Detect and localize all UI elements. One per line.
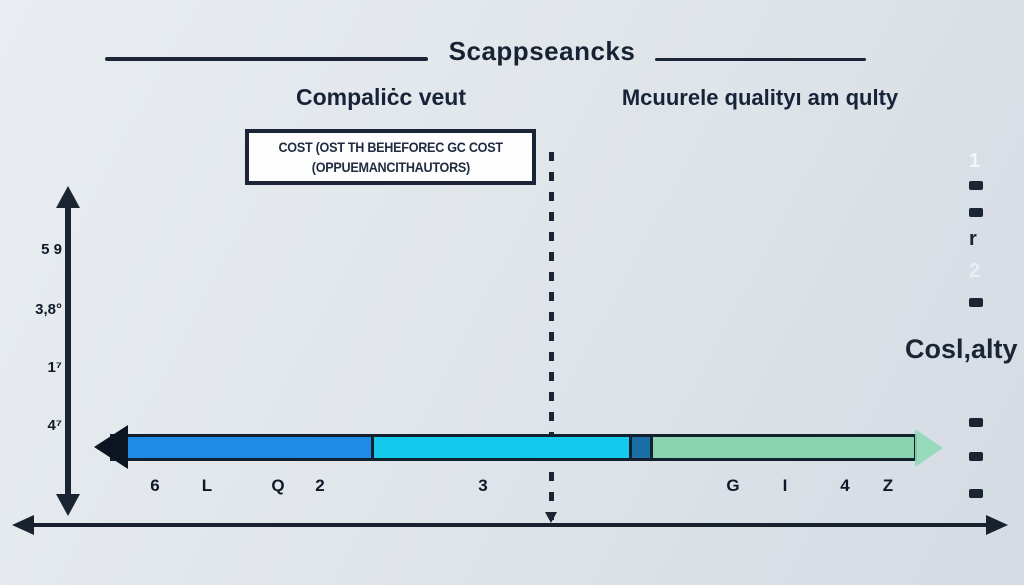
right-axis-dash: [969, 298, 983, 307]
bar-right-arrowhead-icon: [915, 429, 943, 467]
bar-segment-mint: [650, 437, 914, 458]
bar-tick-label: 3: [478, 476, 488, 495]
bar-left-arrowhead-icon: [94, 425, 128, 469]
x-axis-arrow-left-icon: [12, 515, 34, 535]
y-axis-label: 1⁷: [47, 359, 62, 376]
right-axis-label: Cosl,alty: [905, 334, 1018, 364]
center-dashed-divider: [549, 152, 554, 520]
bar-tick-label: 2: [315, 476, 325, 495]
x-axis-line: [30, 523, 988, 527]
title-rule-right: [655, 58, 866, 61]
right-axis-dash: [969, 489, 983, 498]
y-axis-arrow-up-icon: [56, 186, 80, 208]
gradient-bar: [110, 434, 917, 461]
cost-box: COST (OST TH BEHEFOREC GC COST (OPPUEMAN…: [245, 129, 536, 185]
left-column-header: Compaliċc veut: [296, 84, 466, 110]
page-title: Scappseancks: [448, 36, 636, 66]
right-axis-glyph: 1: [969, 150, 981, 172]
x-axis-arrow-right-icon: [986, 515, 1008, 535]
right-axis-dash: [969, 181, 983, 190]
y-axis-line: [65, 204, 71, 498]
y-axis-label: 5 9: [41, 241, 62, 258]
right-axis-glyph: r: [969, 228, 977, 250]
bar-segment-steel: [629, 437, 650, 458]
bar-tick-label: G: [726, 476, 740, 495]
bar-tick-label: L: [201, 476, 213, 495]
bar-tick-label: I: [782, 476, 788, 495]
right-axis-dash: [969, 418, 983, 427]
title-rule-left: [105, 57, 428, 61]
bar-tick-label: 4: [840, 476, 850, 495]
bar-segment-blue: [113, 437, 371, 458]
right-axis-glyph: 2: [969, 260, 981, 282]
y-axis-label: 4⁷: [47, 417, 62, 434]
center-dashed-divider-tip: [545, 512, 557, 523]
cost-box-line1: COST (OST TH BEHEFOREC GC COST: [278, 139, 503, 155]
y-axis-label: 3,8°: [35, 301, 62, 318]
bar-tick-label: Z: [882, 476, 894, 495]
cost-box-line2: (OPPUEMANCITHAUTORS): [311, 159, 470, 175]
y-axis-arrow-down-icon: [56, 494, 80, 516]
right-axis-dash: [969, 452, 983, 461]
bar-tick-label: 6: [150, 476, 160, 495]
right-column-header: Mcuurele qualityı am qulty: [621, 85, 899, 110]
right-axis-dash: [969, 208, 983, 217]
bar-tick-label: Q: [271, 476, 285, 495]
bar-segment-cyan: [371, 437, 629, 458]
